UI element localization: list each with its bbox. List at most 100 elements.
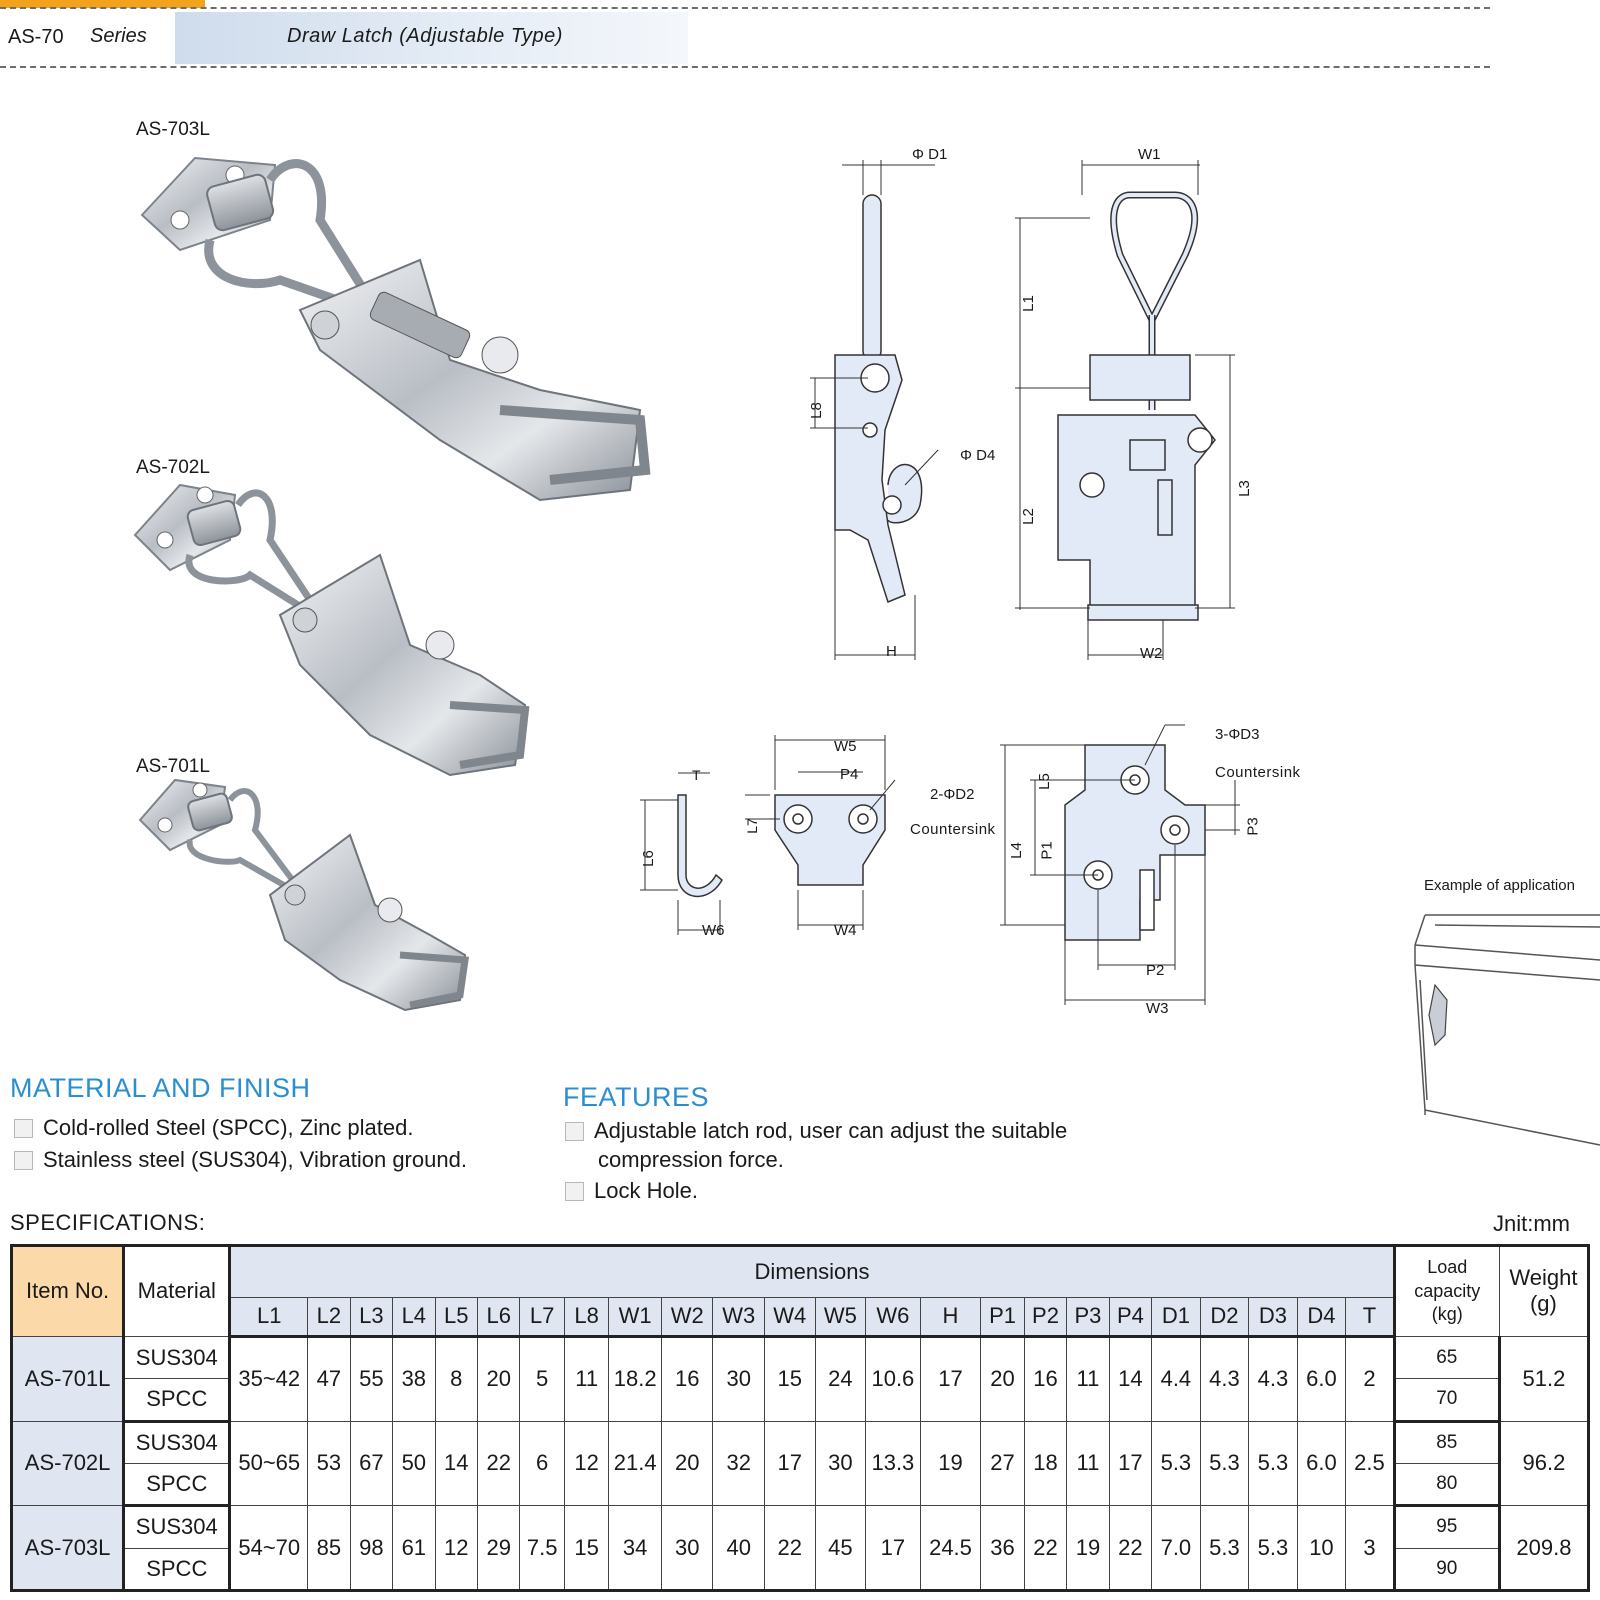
dimension-cell: 50~65 [228,1420,309,1507]
weight-cell: 96.2 [1497,1420,1590,1507]
dimension-cell: 36 [980,1505,1025,1591]
dim-label-w2: W2 [1140,645,1163,662]
header-load-capacity: Load capacity (kg) [1393,1245,1500,1337]
header-dim: P1 [980,1296,1025,1338]
header-dim: L4 [392,1296,436,1338]
feature-item-continuation: compression force. [598,1147,784,1172]
dim-label-d1: Φ D1 [912,146,948,163]
dimension-cell: 35~42 [228,1335,309,1422]
item-number-cell: AS-702L [10,1420,126,1507]
dimension-cell: 98 [349,1505,394,1591]
header-dim: D2 [1199,1296,1250,1338]
dimension-cell: 40 [712,1505,766,1591]
dimension-cell: 22 [1108,1505,1153,1591]
header-divider-top [0,7,1490,9]
dim-label-l1: L1 [1019,295,1037,312]
header-dim: L2 [307,1296,351,1338]
photo-as-701l [138,778,469,1012]
dimension-cell: 11 [1066,1420,1110,1507]
dimension-cell: 20 [476,1335,521,1422]
unit-label: Jnit:mm [1493,1211,1570,1236]
header-weight: Weight (g) [1498,1245,1590,1337]
header-accent-bar [0,0,205,8]
dimension-cell: 4.3 [1199,1335,1250,1422]
dimension-cell: 16 [660,1335,714,1422]
dimension-cell: 5.3 [1199,1420,1250,1507]
material-item-text: Stainless steel (SUS304), Vibration grou… [43,1147,467,1172]
feature-item: Adjustable latch rod, user can adjust th… [565,1118,1067,1144]
application-latch-icon [1428,983,1448,1047]
dimension-cell: 20 [980,1335,1025,1422]
dimension-cell: 67 [349,1420,394,1507]
dim-label-h: H [886,643,897,660]
dimension-cell: 6.0 [1296,1335,1347,1422]
dimension-cell: 22 [476,1420,521,1507]
material-cell: SPCC [123,1462,231,1508]
dimension-cell: 20 [660,1420,714,1507]
header-dim: D1 [1151,1296,1201,1338]
feature-item-text: Lock Hole. [594,1178,698,1203]
material-item: Cold-rolled Steel (SPCC), Zinc plated. [14,1115,413,1141]
dimension-cell: 29 [476,1505,521,1591]
dimension-cell: 5 [519,1335,565,1422]
dimension-cell: 21.4 [608,1420,662,1507]
technical-drawings [640,160,1240,1005]
model-label-703: AS-703L [136,119,210,140]
material-cell: SUS304 [123,1420,231,1464]
checkbox-icon [565,1182,584,1201]
dimension-cell: 27 [980,1420,1025,1507]
dimension-cell: 10 [1296,1505,1347,1591]
header-weight-label: Weight [1509,1265,1578,1291]
header-dim: L6 [476,1296,521,1338]
material-cell: SPCC [123,1547,231,1593]
header-dim: H [919,1296,982,1338]
header-load-capacity-label: Load capacity [1414,1257,1481,1301]
side-view-rod [862,194,882,361]
header-dim: W2 [660,1296,714,1338]
photo-as-703l [140,156,651,502]
dim-label-l2: L2 [1019,508,1037,525]
dimension-cell: 30 [712,1335,766,1422]
header-dim: P4 [1108,1296,1153,1338]
dimension-cell: 12 [434,1505,478,1591]
dimension-cell: 50 [392,1420,436,1507]
dimension-cell: 2.5 [1345,1420,1396,1507]
load-capacity-cell: 80 [1393,1462,1500,1508]
product-photos [133,156,651,1012]
header-dim: L1 [228,1296,309,1338]
header-divider-bottom [0,66,1490,68]
dimension-cell: 54~70 [228,1505,309,1591]
header-dim: L5 [434,1296,478,1338]
dimension-cell: 5.3 [1248,1505,1298,1591]
dimension-cell: 11 [563,1335,610,1422]
dim-label-w3: W3 [1146,1000,1169,1017]
catch-hook-side [677,794,723,897]
dimension-cell: 61 [392,1505,436,1591]
header-dim: L7 [519,1296,565,1338]
item-number-cell: AS-703L [10,1505,126,1591]
series-label: Series [90,25,147,47]
specifications-title: SPECIFICATIONS: [10,1210,206,1235]
specifications-table: Item No. Material Dimensions Load capaci… [10,1244,1590,1593]
load-capacity-cell: 85 [1393,1420,1500,1464]
dimension-cell: 38 [392,1335,436,1422]
dimension-cell: 17 [919,1335,982,1422]
dimension-cell: 55 [349,1335,394,1422]
dim-label-p4: P4 [840,766,859,783]
table-header-row: Item No. Material Dimensions Load capaci… [10,1245,1590,1337]
dimension-cell: 5.3 [1151,1420,1201,1507]
feature-item-text: Adjustable latch rod, user can adjust th… [594,1118,1068,1143]
dim-label-p2: P2 [1146,962,1165,979]
dimension-cell: 19 [1066,1505,1110,1591]
item-number-cell: AS-701L [10,1335,126,1422]
dim-label-l8: L8 [807,402,825,419]
dimension-cell: 17 [764,1420,816,1507]
base-plate [1064,744,1206,941]
dimension-cell: 15 [563,1505,610,1591]
dim-label-l5: L5 [1035,773,1053,790]
dimension-cell: 7.5 [519,1505,565,1591]
header-dimensions: Dimensions [228,1245,1396,1298]
countersink-label-2: Countersink [1215,764,1301,781]
